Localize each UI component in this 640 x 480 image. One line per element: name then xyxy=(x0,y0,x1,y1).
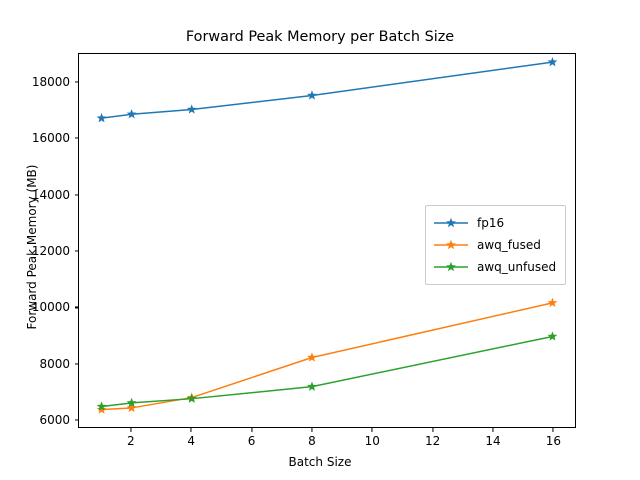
legend-item-awq_fused[interactable]: awq_fused xyxy=(433,234,556,256)
legend-item-fp16[interactable]: fp16 xyxy=(433,212,556,234)
plot-area xyxy=(78,53,576,428)
data-point-awq_unfused-1 xyxy=(96,401,107,411)
x-tick-mark xyxy=(432,428,434,432)
x-tick-label: 6 xyxy=(247,434,256,448)
legend-swatch-fp16 xyxy=(433,216,469,230)
data-point-awq_fused-8 xyxy=(307,352,317,362)
y-tick-label: 18000 xyxy=(31,75,70,90)
x-tick-mark xyxy=(190,428,192,432)
legend-label-awq_fused: awq_fused xyxy=(477,238,541,252)
y-tick-mark xyxy=(74,306,78,308)
data-point-awq_fused-2 xyxy=(126,402,137,413)
y-tick-label: 6000 xyxy=(39,413,70,428)
data-point-fp16-2 xyxy=(126,109,137,119)
x-tick-label: 2 xyxy=(126,434,135,448)
series-line-awq_fused xyxy=(101,302,553,411)
x-tick-mark xyxy=(371,428,373,432)
data-point-awq_unfused-16 xyxy=(547,331,558,341)
y-tick-mark xyxy=(74,137,78,139)
legend-label-fp16: fp16 xyxy=(477,216,505,230)
y-tick-label: 12000 xyxy=(31,244,70,259)
data-point-awq_unfused-4 xyxy=(186,393,197,403)
x-tick-mark xyxy=(250,428,253,432)
y-tick-label: 10000 xyxy=(31,300,70,315)
data-point-awq_unfused-2 xyxy=(126,397,137,408)
x-axis-label: Batch Size xyxy=(288,455,352,469)
data-point-fp16-16 xyxy=(547,56,558,67)
legend-item-awq_unfused[interactable]: awq_unfused xyxy=(433,256,556,278)
x-tick-mark xyxy=(311,428,313,432)
x-tick-label: 12 xyxy=(424,434,441,448)
y-tick-mark xyxy=(74,363,78,365)
y-tick-label: 8000 xyxy=(39,356,70,371)
legend: fp16 awq_fused awq_unfused xyxy=(425,205,567,285)
y-tick-mark xyxy=(74,194,78,196)
data-point-awq_fused-1 xyxy=(96,404,107,414)
legend-label-awq_unfused: awq_unfused xyxy=(477,260,557,274)
x-tick-label: 4 xyxy=(187,434,195,448)
legend-swatch-awq_unfused xyxy=(433,260,469,274)
x-tick-label: 8 xyxy=(308,434,316,448)
y-tick-label: 14000 xyxy=(31,187,70,202)
data-point-fp16-1 xyxy=(96,113,107,123)
series-line-awq_unfused xyxy=(101,335,553,408)
y-tick-label: 16000 xyxy=(31,131,70,146)
data-point-awq_unfused-8 xyxy=(307,381,317,391)
x-tick-mark xyxy=(552,428,554,432)
data-point-fp16-8 xyxy=(307,90,317,100)
y-tick-mark xyxy=(74,81,78,83)
series-canvas xyxy=(96,56,558,414)
x-tick-mark xyxy=(492,428,494,432)
y-tick-mark xyxy=(74,250,78,252)
y-tick-mark xyxy=(74,419,78,421)
x-tick-label: 14 xyxy=(485,434,501,448)
data-point-awq_fused-16 xyxy=(547,297,558,308)
chart-title: Forward Peak Memory per Batch Size xyxy=(185,29,455,45)
data-point-fp16-4 xyxy=(186,104,197,114)
x-tick-label: 16 xyxy=(545,434,561,448)
series-line-fp16 xyxy=(101,61,553,119)
x-tick-label: 10 xyxy=(364,434,380,448)
x-tick-mark xyxy=(130,428,132,432)
legend-swatch-awq_fused xyxy=(433,238,469,252)
